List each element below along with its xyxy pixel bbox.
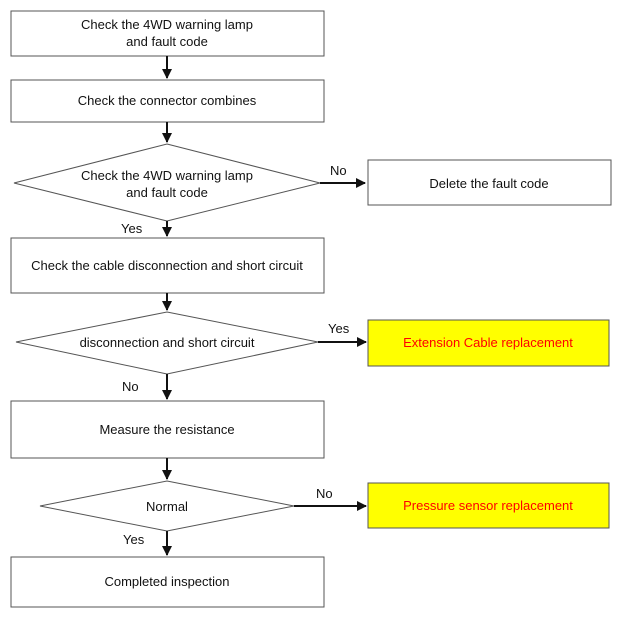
decision-lamp-line1: Check the 4WD warning lamp — [81, 168, 253, 183]
node-extension-replace: Extension Cable replacement — [367, 319, 610, 367]
edge-label-normal-yes: Yes — [123, 532, 145, 547]
node-pressure-replace-label: Pressure sensor replacement — [403, 498, 573, 513]
node-extension-replace-label: Extension Cable replacement — [403, 335, 573, 350]
node-delete-fault-label: Delete the fault code — [429, 176, 548, 191]
decision-lamp: Check the 4WD warning lamp and fault cod… — [13, 143, 321, 222]
node-check-cable: Check the cable disconnection and short … — [10, 237, 325, 294]
edge-label-normal-no: No — [316, 486, 333, 501]
decision-short-label: disconnection and short circuit — [80, 335, 255, 350]
decision-short: disconnection and short circuit — [15, 311, 319, 375]
edge-label-lamp-no: No — [330, 163, 347, 178]
node-check-lamp-line2: and fault code — [126, 34, 208, 49]
decision-normal: Normal — [39, 480, 295, 532]
node-delete-fault: Delete the fault code — [367, 159, 612, 206]
node-measure-resistance-label: Measure the resistance — [99, 422, 234, 437]
node-pressure-replace: Pressure sensor replacement — [367, 482, 610, 529]
decision-lamp-line2: and fault code — [126, 185, 208, 200]
node-check-connector-label: Check the connector combines — [78, 93, 257, 108]
node-check-connector: Check the connector combines — [10, 79, 325, 123]
edge-label-short-yes: Yes — [328, 321, 350, 336]
node-check-cable-label: Check the cable disconnection and short … — [31, 258, 303, 273]
node-measure-resistance: Measure the resistance — [10, 400, 325, 459]
node-completed-label: Completed inspection — [104, 574, 229, 589]
decision-normal-label: Normal — [146, 499, 188, 514]
edge-label-lamp-yes: Yes — [121, 221, 143, 236]
edge-label-short-no: No — [122, 379, 139, 394]
node-completed: Completed inspection — [10, 556, 325, 608]
node-check-lamp-line1: Check the 4WD warning lamp — [81, 17, 253, 32]
node-check-lamp: Check the 4WD warning lamp and fault cod… — [10, 10, 325, 57]
